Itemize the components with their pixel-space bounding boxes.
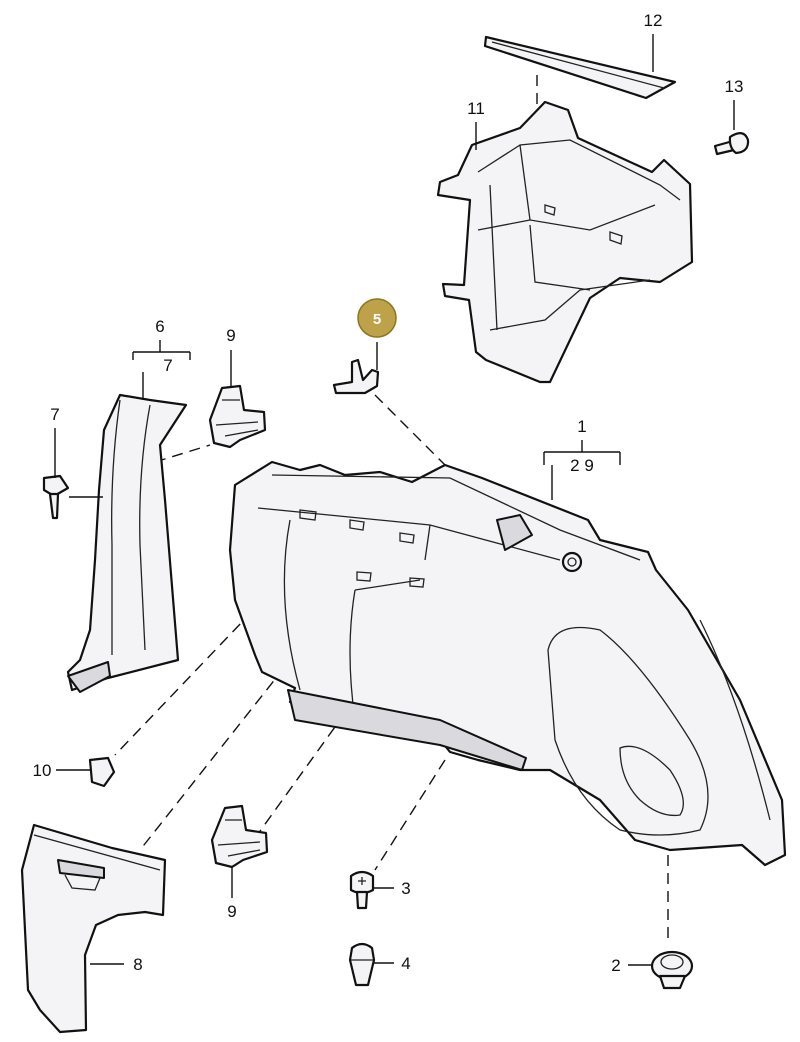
part-2-grommet[interactable] (650, 950, 694, 990)
part-4-expansion-nut[interactable] (348, 942, 376, 987)
part-6-pillar-trim[interactable] (66, 393, 188, 693)
part-3-screw[interactable] (349, 870, 375, 910)
callout-6-sub-label[interactable]: 7 (163, 356, 172, 375)
callout-9-top-label[interactable]: 9 (226, 326, 235, 345)
callout-13-label[interactable]: 13 (725, 77, 744, 96)
callout-10-label[interactable]: 10 (33, 761, 52, 780)
part-9-spring-clip-bottom[interactable] (210, 804, 269, 869)
callout-4-label[interactable]: 4 (401, 954, 410, 973)
leader-lines (54, 34, 735, 966)
callout-9-bottom-label[interactable]: 9 (227, 902, 236, 921)
part-8-lower-trim-panel[interactable] (20, 823, 167, 1034)
part-11-storage-box[interactable] (436, 100, 694, 384)
callout-11-label[interactable]: 11 (467, 99, 485, 118)
part-5-bracket[interactable] (332, 358, 380, 395)
part-13-bolt[interactable] (713, 132, 750, 156)
assembly-dashed-lines (114, 75, 669, 945)
part-9-spring-clip-top[interactable] (208, 384, 267, 449)
part-10-cap[interactable] (88, 756, 116, 788)
callout-1-sub-label[interactable]: 2 9 (570, 456, 594, 475)
callout-12-label[interactable]: 12 (644, 11, 663, 30)
callout-labels: 12 13 11 6 7 9 7 1 2 9 10 3 9 4 8 2 (33, 11, 744, 975)
part-7-push-clip[interactable] (42, 474, 70, 520)
callout-2-label[interactable]: 2 (611, 956, 620, 975)
callout-1-label[interactable]: 1 (577, 417, 586, 436)
part-1-quarter-trim-panel[interactable] (228, 460, 787, 867)
callout-5-highlight[interactable]: 5 (357, 298, 397, 338)
callout-5-label: 5 (373, 311, 381, 328)
callout-6-label[interactable]: 6 (155, 317, 164, 336)
callout-8-label[interactable]: 8 (133, 955, 142, 974)
callout-3-label[interactable]: 3 (401, 879, 410, 898)
callout-7-label[interactable]: 7 (50, 405, 59, 424)
highlight-circle (357, 298, 397, 338)
part-12-cover-strip[interactable] (483, 35, 677, 100)
